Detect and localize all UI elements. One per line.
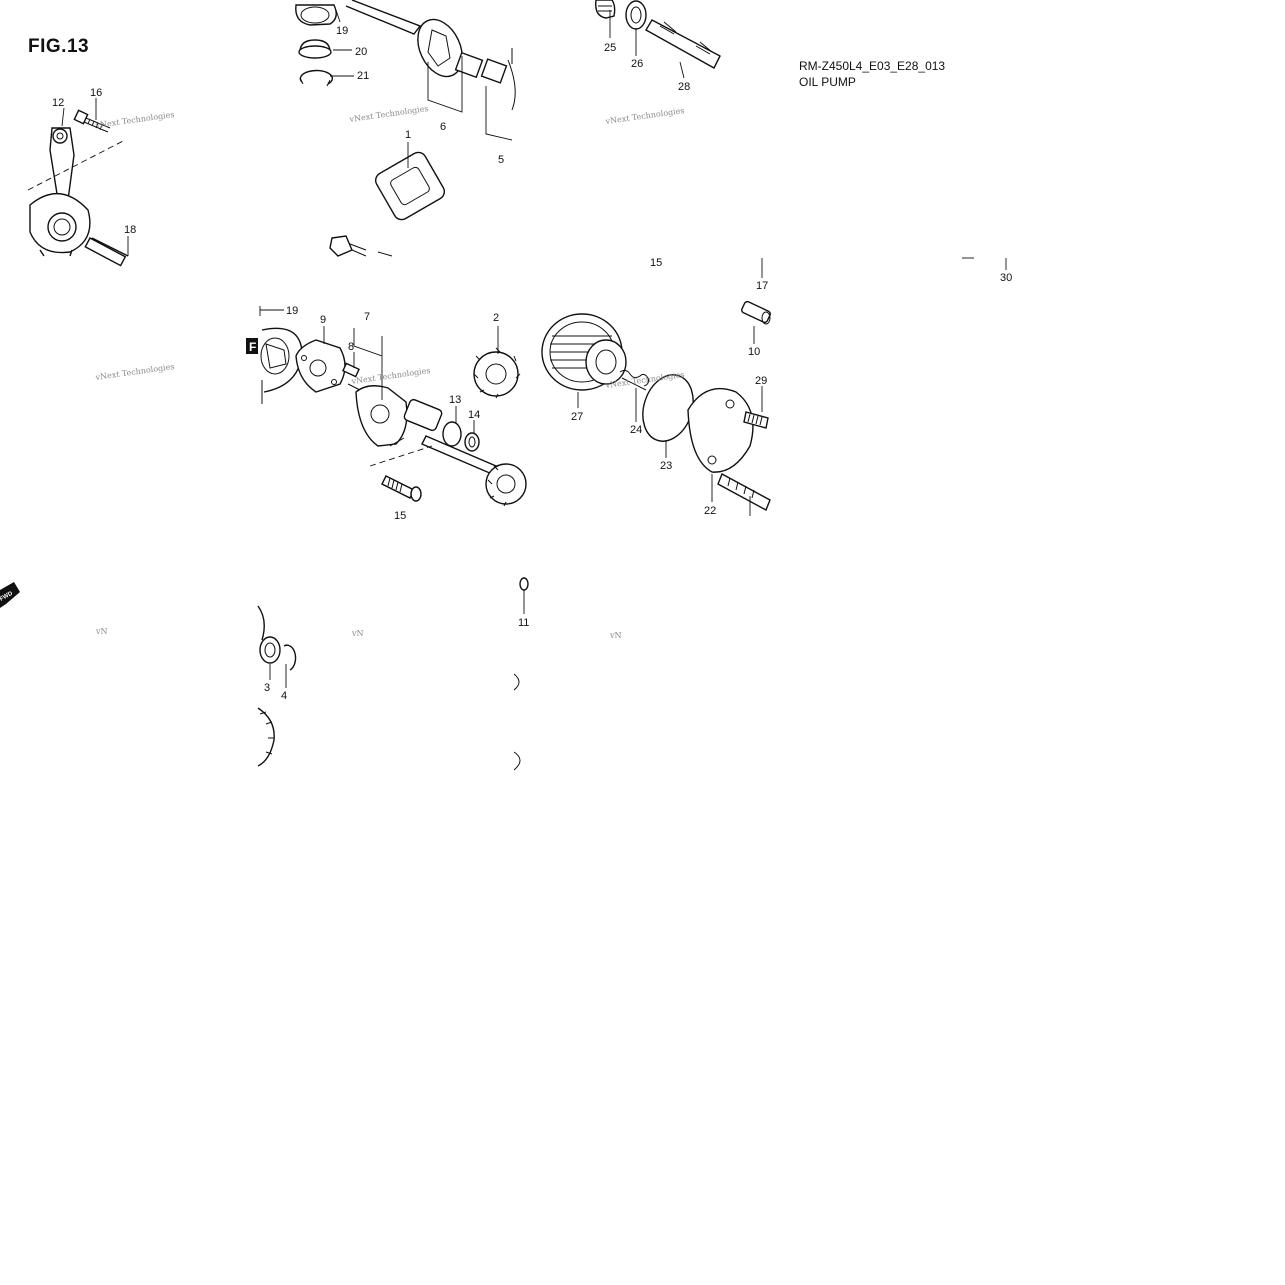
callout-23: 23 (660, 460, 672, 472)
pin-8 (342, 362, 360, 378)
callout-7: 7 (364, 311, 370, 323)
callout-19-top: 19 (336, 25, 348, 37)
gear-left-lower (257, 605, 275, 767)
pump-body-edge (507, 48, 516, 111)
callout-3: 3 (264, 682, 270, 694)
callout-25: 25 (604, 42, 616, 54)
callout-2: 2 (493, 312, 499, 324)
callout-26: 26 (631, 58, 643, 70)
cover-badge (246, 338, 258, 354)
fwd-arrow (0, 582, 20, 608)
rotor-inner-5 (454, 51, 508, 84)
washer-14 (464, 432, 480, 452)
gear-2 (473, 347, 521, 399)
bolt-29 (743, 411, 769, 429)
callout-22: 22 (704, 505, 716, 517)
cap-20 (298, 39, 332, 59)
nozzle-10 (741, 300, 771, 325)
bolt-15 (381, 475, 422, 502)
filter-cover-22 (687, 387, 754, 473)
seal-19-top (295, 4, 337, 26)
bolt-16 (73, 109, 111, 133)
gear-fragment-lower (513, 673, 521, 771)
watermark-fragment: vN (95, 627, 108, 636)
callout-15-left: 15 (394, 510, 406, 522)
callout-30: 30 (1000, 272, 1012, 284)
oil-filter-27 (541, 313, 627, 391)
section-title: OIL PUMP (799, 75, 856, 89)
callout-29: 29 (755, 375, 767, 387)
pump-housing-7 (347, 383, 408, 447)
circlip-21 (299, 69, 334, 87)
shaft-top (345, 0, 422, 35)
washer-26 (625, 0, 647, 30)
callout-18: 18 (124, 224, 136, 236)
callout-21: 21 (357, 70, 369, 82)
washer-3 (259, 636, 281, 664)
callout-15-right: 15 (650, 257, 662, 269)
watermark: vNext Technologies (94, 362, 175, 382)
callout-19-mid: 19 (286, 305, 298, 317)
callout-17: 17 (756, 280, 768, 292)
rocker-arm-assembly (27, 127, 129, 267)
callout-27: 27 (571, 411, 583, 423)
callout-8: 8 (348, 341, 354, 353)
watermark: vNext Technologies (94, 110, 175, 130)
seal-25 (595, 0, 616, 19)
watermark-fragment: vN (609, 631, 622, 640)
rotor-outer-6 (417, 18, 463, 78)
callout-13: 13 (449, 394, 461, 406)
callout-16: 16 (90, 87, 102, 99)
callout-4: 4 (281, 690, 287, 702)
callout-numbers: 12 16 18 19 20 21 6 5 1 25 26 28 15 17 3… (52, 25, 1012, 702)
circlip-4 (283, 644, 297, 671)
leader-lines (61, 9, 1007, 688)
assembly-guide-line (369, 445, 433, 467)
callout-28: 28 (678, 81, 690, 93)
watermark-fragment: vN (351, 629, 364, 638)
collar-12 (403, 398, 443, 432)
watermark: vNext Technologies (604, 106, 685, 126)
long-bolt (717, 473, 771, 511)
spring-24 (619, 369, 649, 391)
gear-lower (485, 463, 527, 507)
plug-bolt (329, 235, 393, 257)
cover-letter: F (249, 340, 256, 354)
callout-14: 14 (468, 409, 480, 421)
callout-20: 20 (355, 46, 367, 58)
cover-plate (260, 327, 303, 404)
shaft-28 (645, 19, 721, 69)
callout-10: 10 (748, 346, 760, 358)
watermark: vNext Technologies (350, 366, 431, 386)
callout-6: 6 (440, 121, 446, 133)
callout-5: 5 (498, 154, 504, 166)
callout-1: 1 (405, 129, 411, 141)
model-code: RM-Z450L4_E03_E28_013 (799, 59, 946, 73)
o-ring-11 (519, 577, 529, 591)
callout-11: 11 (518, 617, 529, 629)
callout-24: 24 (630, 424, 642, 436)
pump-plate-9 (295, 339, 346, 393)
figure-title: FIG.13 (28, 36, 90, 57)
watermark: vNext Technologies (348, 104, 429, 124)
gasket-1 (374, 151, 446, 221)
collar-13 (442, 421, 462, 447)
callout-12: 12 (52, 97, 64, 109)
callout-9: 9 (320, 314, 326, 326)
